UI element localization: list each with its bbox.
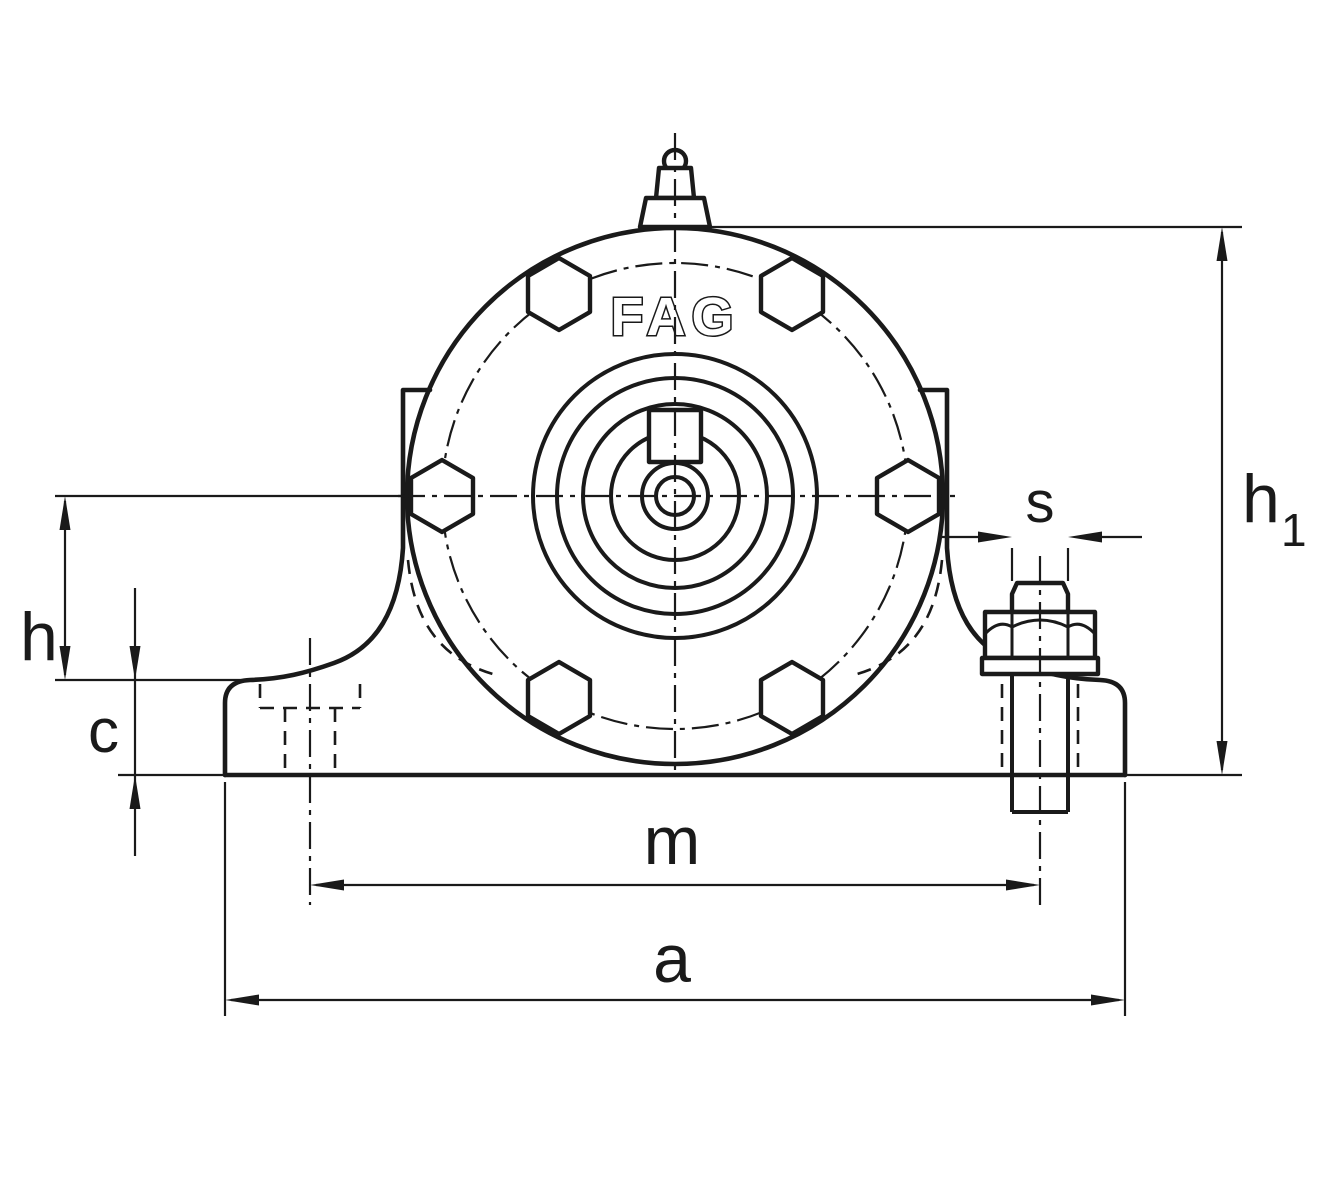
arrow-c-top: [129, 646, 141, 680]
extension-lines: [55, 225, 1242, 1016]
cap-bolt-top-left-icon: [525, 255, 593, 333]
arrow-s-right: [1068, 531, 1102, 543]
grease-nipple-base: [637, 195, 713, 230]
arrow-m-left: [310, 879, 344, 891]
arrow-h-top: [59, 496, 71, 530]
arrow-h-bottom: [59, 646, 71, 680]
dim-label-s: s: [1026, 470, 1055, 535]
dimension-m: m: [310, 803, 1040, 891]
dimension-h: h: [20, 496, 71, 680]
right-bolt-hole-hidden: [1000, 684, 1080, 772]
arrow-a-left: [225, 994, 259, 1006]
housing-body: [404, 225, 946, 767]
dimension-h1: h 1: [1216, 227, 1307, 775]
dimension-a: a: [225, 921, 1125, 1006]
dim-label-h1: h: [1242, 461, 1280, 537]
dim-label-h: h: [20, 599, 58, 675]
center-lines: [308, 133, 1042, 905]
left-rib-hidden-curve: [406, 559, 501, 678]
cap-bolt-left-icon: [408, 457, 476, 535]
arrow-h1-top: [1216, 227, 1228, 261]
bolt-nut-facets: [983, 612, 1097, 658]
cap-bolt-bottom-right-icon: [758, 659, 826, 737]
arrow-c-bottom: [129, 775, 141, 809]
dimension-s: s: [938, 470, 1142, 543]
brand-logo: FAG: [610, 287, 739, 347]
dim-label-c: c: [88, 697, 119, 766]
arrow-h1-bottom: [1216, 741, 1228, 775]
dimension-c: c: [88, 588, 141, 856]
base-left-contour: [222, 387, 433, 778]
right-rib-hidden-curve: [849, 559, 944, 678]
cap-bolt-bottom-left-icon: [525, 659, 593, 737]
dim-label-a: a: [653, 921, 691, 997]
arrow-a-right: [1091, 994, 1125, 1006]
dim-label-m: m: [644, 803, 701, 879]
dim-label-h1-sub: 1: [1281, 504, 1307, 556]
arrow-m-right: [1006, 879, 1040, 891]
arrow-s-left: [978, 531, 1012, 543]
cap-bolt-top-right-icon: [758, 255, 826, 333]
